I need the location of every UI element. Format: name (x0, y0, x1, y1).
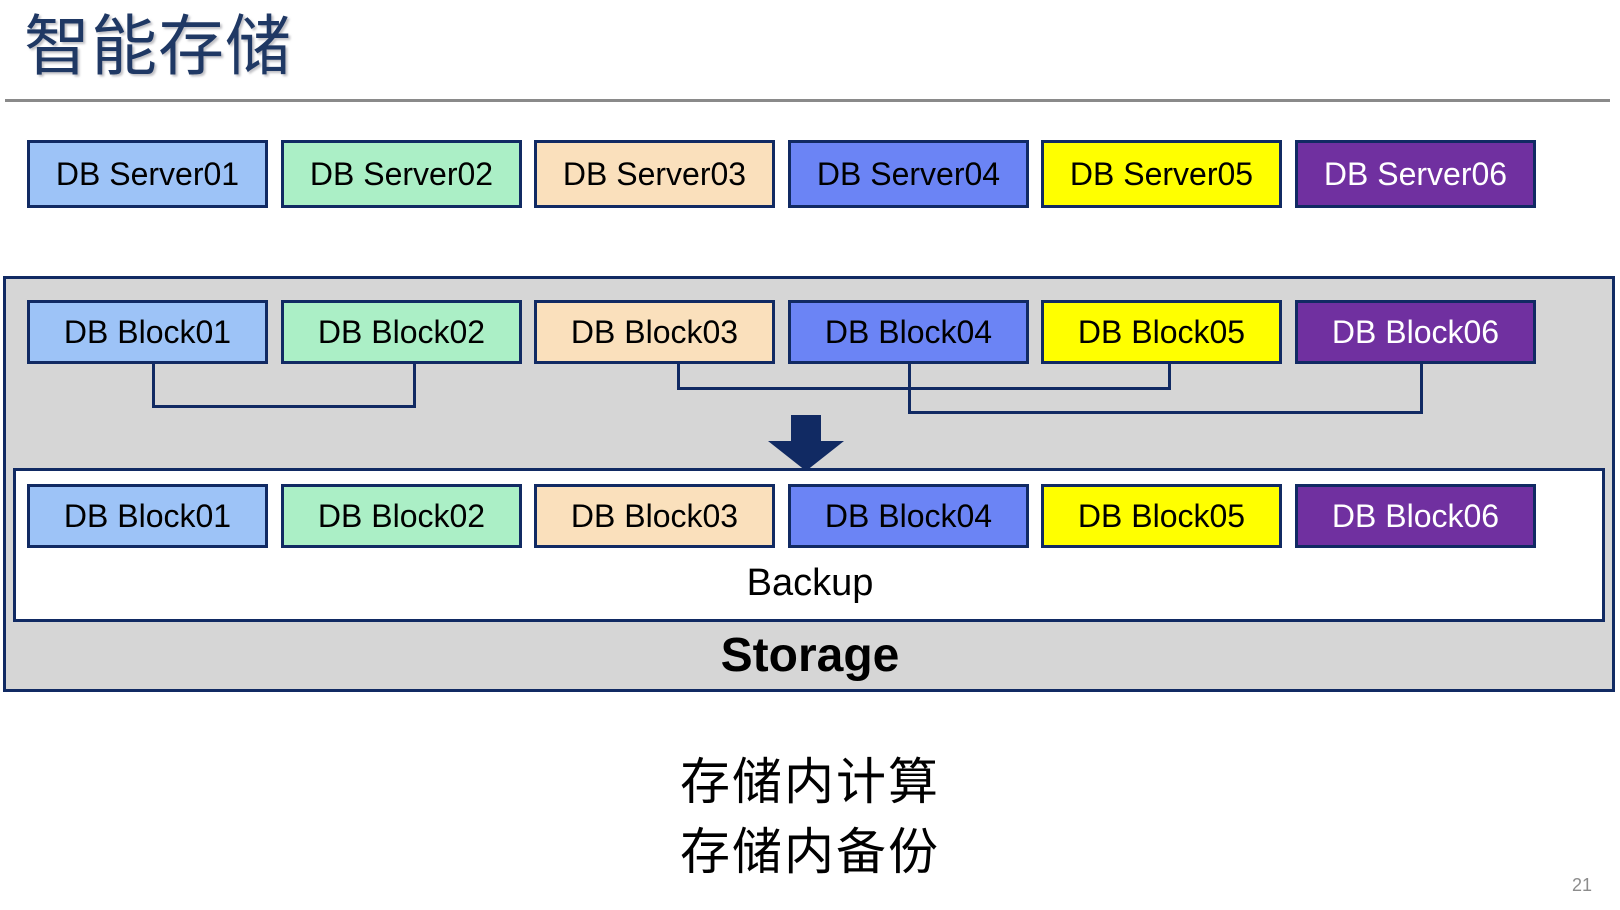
connector-block04-block06-left-stem (908, 364, 911, 411)
connector-block01-block02-left-stem (152, 364, 155, 405)
page-number: 21 (1571, 875, 1592, 895)
title-divider (5, 99, 1610, 102)
connector-block01-block02-right-stem (413, 364, 416, 405)
db-server-4[interactable]: DB Server04 (788, 140, 1029, 208)
connector-block03-block05-left-stem (677, 364, 680, 387)
db-block-backup-label: DB Block05 (1077, 497, 1246, 534)
db-block-source-label: DB Block04 (824, 313, 993, 350)
backup-down-arrow (768, 415, 844, 471)
connector-block03-block05-right-stem (1168, 364, 1171, 387)
db-server-label: DB Server04 (816, 155, 1001, 192)
db-block-backup-4[interactable]: DB Block04 (788, 484, 1029, 548)
db-server-label: DB Server02 (309, 155, 494, 192)
db-block-source-6[interactable]: DB Block06 (1295, 300, 1536, 364)
db-block-backup-1[interactable]: DB Block01 (27, 484, 268, 548)
db-server-2[interactable]: DB Server02 (281, 140, 522, 208)
db-block-source-5[interactable]: DB Block05 (1041, 300, 1282, 364)
caption-line-1: 存储内计算 (680, 754, 940, 810)
db-block-backup-label: DB Block03 (570, 497, 739, 534)
backup-label: Backup (746, 562, 874, 604)
db-block-backup-label: DB Block06 (1331, 497, 1500, 534)
db-server-1[interactable]: DB Server01 (27, 140, 268, 208)
db-block-backup-label: DB Block04 (824, 497, 993, 534)
db-server-label: DB Server01 (55, 155, 240, 192)
connector-block04-block06-crossbar (908, 411, 1423, 414)
db-block-source-label: DB Block05 (1077, 313, 1246, 350)
db-block-source-label: DB Block02 (317, 313, 486, 350)
db-block-source-1[interactable]: DB Block01 (27, 300, 268, 364)
connector-block04-block06-right-stem (1420, 364, 1423, 411)
db-server-3[interactable]: DB Server03 (534, 140, 775, 208)
page-title: 智能存储 (24, 9, 292, 83)
connector-block01-block02-crossbar (152, 405, 416, 408)
db-server-5[interactable]: DB Server05 (1041, 140, 1282, 208)
db-block-source-2[interactable]: DB Block02 (281, 300, 522, 364)
db-server-label: DB Server05 (1069, 155, 1254, 192)
storage-label: Storage (720, 629, 900, 682)
db-block-source-label: DB Block01 (63, 313, 232, 350)
db-block-backup-5[interactable]: DB Block05 (1041, 484, 1282, 548)
connector-block03-block05-crossbar (677, 387, 1171, 390)
db-block-backup-3[interactable]: DB Block03 (534, 484, 775, 548)
db-block-backup-label: DB Block01 (63, 497, 232, 534)
db-block-source-4[interactable]: DB Block04 (788, 300, 1029, 364)
db-block-backup-label: DB Block02 (317, 497, 486, 534)
caption-line-2: 存储内备份 (680, 824, 940, 880)
db-server-label: DB Server06 (1323, 155, 1508, 192)
db-block-backup-6[interactable]: DB Block06 (1295, 484, 1536, 548)
db-server-label: DB Server03 (562, 155, 747, 192)
db-server-6[interactable]: DB Server06 (1295, 140, 1536, 208)
db-block-backup-2[interactable]: DB Block02 (281, 484, 522, 548)
db-block-source-label: DB Block06 (1331, 313, 1500, 350)
db-block-source-3[interactable]: DB Block03 (534, 300, 775, 364)
db-block-source-label: DB Block03 (570, 313, 739, 350)
